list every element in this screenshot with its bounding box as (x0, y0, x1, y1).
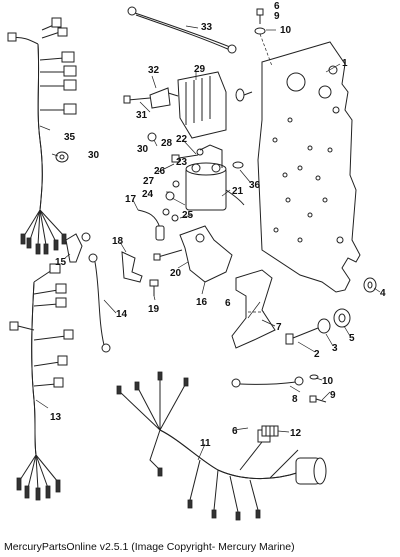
callout-25: 25 (182, 210, 194, 221)
callout-numbers: 1 2 3 4 5 6 7 8 9 10 11 12 13 14 15 16 1… (50, 1, 386, 449)
screw-22 (171, 148, 204, 163)
callout-9-low: 9 (330, 390, 336, 401)
lead-17 (137, 209, 165, 241)
cable-14 (88, 253, 111, 353)
battery-cable-33 (127, 6, 237, 54)
callout-2: 2 (314, 349, 320, 360)
connector-12 (261, 425, 279, 437)
callout-17: 17 (125, 194, 137, 205)
callout-36: 36 (249, 180, 261, 191)
callout-3: 3 (332, 343, 338, 354)
callout-11: 11 (200, 438, 211, 449)
leader-lines (35, 25, 381, 461)
screw-washer-lower (309, 374, 327, 403)
callout-31: 31 (136, 110, 148, 121)
callout-6-low: 6 (232, 426, 238, 437)
callout-16: 16 (196, 297, 208, 308)
callout-29: 29 (194, 64, 206, 75)
callout-10-low: 10 (322, 376, 334, 387)
callout-6-mid: 6 (225, 298, 231, 309)
callout-20: 20 (170, 268, 182, 279)
callout-7: 7 (276, 322, 282, 333)
screw-washer-grommet-2-5 (285, 277, 377, 345)
bracket-7 (231, 269, 276, 349)
callout-28: 28 (161, 138, 173, 149)
callout-32: 32 (148, 65, 160, 76)
callout-14: 14 (116, 309, 128, 320)
callout-5: 5 (349, 333, 355, 344)
callout-10-top: 10 (280, 25, 292, 36)
bracket-18 (121, 251, 143, 283)
harness-11 (116, 371, 327, 521)
screw-19 (149, 279, 159, 296)
callout-30-left: 30 (88, 150, 100, 161)
callout-22: 22 (176, 134, 188, 145)
callout-9-top: 9 (274, 11, 280, 22)
bracket-20 (153, 225, 233, 283)
connector-36 (232, 88, 253, 169)
exploded-parts-diagram: 1 2 3 4 5 6 7 8 9 10 11 12 13 14 15 16 1… (7, 1, 386, 521)
callout-23: 23 (176, 157, 188, 168)
callout-21: 21 (232, 186, 244, 197)
callout-13: 13 (50, 412, 62, 423)
callout-18: 18 (112, 236, 124, 247)
callout-30: 30 (137, 144, 149, 155)
callout-24: 24 (142, 189, 154, 200)
cable-8 (231, 376, 304, 388)
starter-solenoid-21 (185, 144, 245, 211)
harness-13 (9, 263, 74, 501)
rectifier-assembly (123, 71, 227, 139)
callout-35: 35 (64, 132, 76, 143)
callout-19: 19 (148, 304, 160, 315)
screw-washer-grommet-top (254, 8, 273, 67)
callout-8: 8 (292, 394, 298, 405)
callout-1: 1 (342, 58, 348, 69)
callout-15: 15 (55, 257, 67, 268)
callout-6-top: 6 (274, 1, 280, 12)
mounting-plate (257, 41, 361, 293)
harness-35 (7, 17, 77, 255)
callout-12: 12 (290, 428, 302, 439)
callout-33: 33 (201, 22, 213, 33)
callout-4: 4 (380, 288, 386, 299)
clip-30-left (55, 151, 69, 163)
boot-15 (65, 232, 91, 263)
copyright-footer: MercuryPartsOnline v2.5.1 (Image Copyrig… (4, 541, 295, 553)
callout-26: 26 (154, 166, 166, 177)
callout-27: 27 (143, 176, 155, 187)
washer-30 (147, 132, 157, 142)
